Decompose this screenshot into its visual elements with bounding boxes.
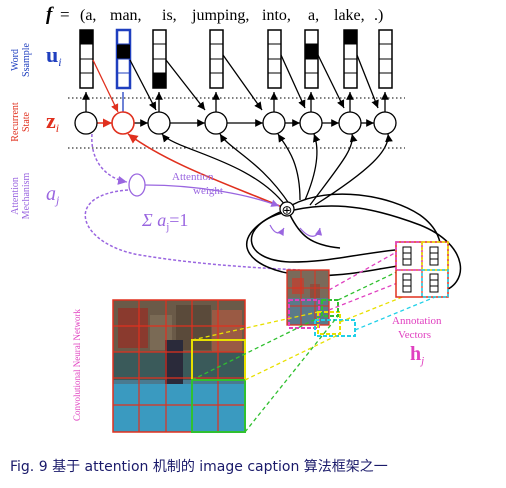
word-ssample-label-2: Ssample: [21, 42, 32, 76]
attention-mechanism: Attention weight Σ aj=1: [84, 133, 323, 271]
f-symbol: f: [46, 4, 54, 25]
word-7: .): [374, 7, 383, 24]
patch-yellow: [317, 311, 341, 335]
context-to-state-arrow: [127, 133, 283, 208]
recurrent-state-label-2: State: [21, 111, 32, 132]
state-node-5: [299, 111, 323, 135]
word-1: man,: [110, 7, 142, 24]
word-to-state-arrows: [82, 54, 389, 113]
word-6: lake,: [334, 7, 365, 24]
word-0: (a,: [80, 7, 96, 24]
state-node-4: [262, 111, 286, 135]
annotation-loops: [245, 193, 462, 293]
word-stack-7: [378, 29, 393, 89]
annotation-vectors: Annotation Vectors hj: [392, 241, 449, 367]
attention-mechanism-label-2: Mechanism: [21, 172, 32, 219]
z-symbol: zi: [46, 108, 59, 135]
word-stack-1: [115, 28, 132, 90]
state-node-1: [111, 111, 135, 135]
recurrent-nodes: [74, 111, 397, 135]
word-stack-4: [267, 29, 282, 89]
annotation-vectors-label-1: Annotation: [392, 315, 442, 327]
a-symbol: aj: [46, 183, 60, 207]
annotation-vectors-label-2: Vectors: [398, 329, 431, 341]
equals-sign: =: [60, 5, 70, 24]
sum-constraint: Σ aj=1: [141, 210, 188, 233]
side-labels: Word Ssample ui Recurrent State zi Atten…: [10, 42, 62, 219]
word-stack-6: [343, 29, 358, 89]
word-stack-2: [152, 29, 167, 89]
u-symbol: ui: [46, 42, 62, 69]
attention-weight-label-2: weight: [193, 185, 223, 197]
figure-caption: Fig. 9 基于 attention 机制的 image caption 算法…: [10, 459, 388, 475]
word-2: is,: [162, 7, 177, 24]
projection-lines: [191, 249, 441, 433]
sum-node: [279, 201, 295, 217]
h-symbol: hj: [410, 343, 424, 367]
feature-map-small: [286, 269, 330, 326]
word-stacks: [79, 28, 393, 90]
state-node-2: [147, 111, 171, 135]
state-node-7: [373, 111, 397, 135]
word-stack-3: [209, 29, 224, 89]
plus-icon: ⊕: [282, 203, 293, 218]
word-4: into,: [262, 7, 291, 24]
word-stack-0: [79, 29, 94, 89]
attention-weight-label-1: Attention: [172, 171, 214, 183]
word-stack-5: [304, 29, 319, 89]
word-ssample-label-1: Word: [10, 49, 21, 71]
patch-green: [321, 299, 339, 317]
state-node-0: [74, 111, 98, 135]
input-image: [112, 299, 246, 433]
attention-node: [128, 173, 146, 197]
state-node-6: [338, 111, 362, 135]
attention-mechanism-label-1: Attention: [10, 177, 21, 215]
word-5: a,: [308, 7, 319, 24]
state-node-3: [204, 111, 228, 135]
sentence: f = (a, man, is, jumping, into, a, lake,…: [46, 4, 383, 25]
cnn-label: Convolutional Neural Network: [72, 309, 82, 421]
recurrent-state-label-1: Recurrent: [10, 102, 21, 142]
word-3: jumping,: [191, 7, 249, 24]
